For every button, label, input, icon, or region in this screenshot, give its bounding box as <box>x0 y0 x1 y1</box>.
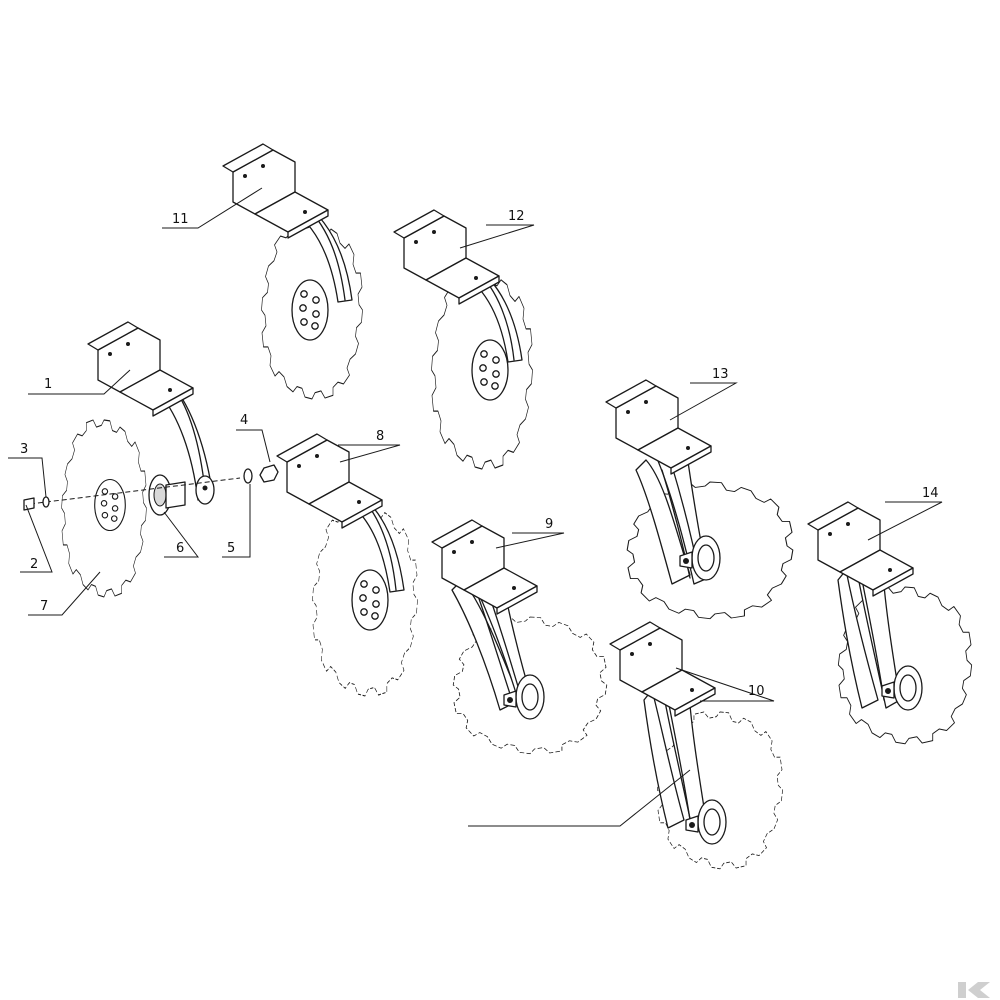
bearing-part-6 <box>148 474 186 516</box>
callout-7: 7 <box>40 599 48 614</box>
washer-part-5 <box>243 468 253 484</box>
assembly-11 <box>222 143 364 400</box>
assembly-13 <box>605 379 794 620</box>
callout-5: 5 <box>227 541 235 556</box>
bolt-part-2 <box>23 497 35 511</box>
assembly-8 <box>276 433 419 697</box>
callout-6: 6 <box>176 541 184 556</box>
assembly-1-exploded <box>23 321 279 598</box>
callout-4: 4 <box>240 413 248 428</box>
callout-2: 2 <box>30 557 38 572</box>
callout-9: 9 <box>545 517 553 532</box>
k-logo-icon <box>958 982 990 998</box>
leader-lines <box>8 187 943 827</box>
assembly-12 <box>393 209 534 470</box>
callout-8: 8 <box>376 429 384 444</box>
callout-12: 12 <box>508 209 525 224</box>
callout-10: 10 <box>748 684 765 699</box>
nut-part-4 <box>259 464 279 483</box>
assembly-10 <box>609 621 784 870</box>
assembly-14 <box>807 501 973 745</box>
callout-labels: 1 2 3 4 5 6 7 8 9 10 11 12 13 14 <box>20 209 939 699</box>
assembly-9 <box>431 519 608 755</box>
callout-14: 14 <box>922 486 939 501</box>
callout-11: 11 <box>172 212 189 227</box>
callout-1: 1 <box>44 377 52 392</box>
washer-part-3 <box>42 496 50 508</box>
callout-13: 13 <box>712 367 729 382</box>
callout-3: 3 <box>20 442 28 457</box>
